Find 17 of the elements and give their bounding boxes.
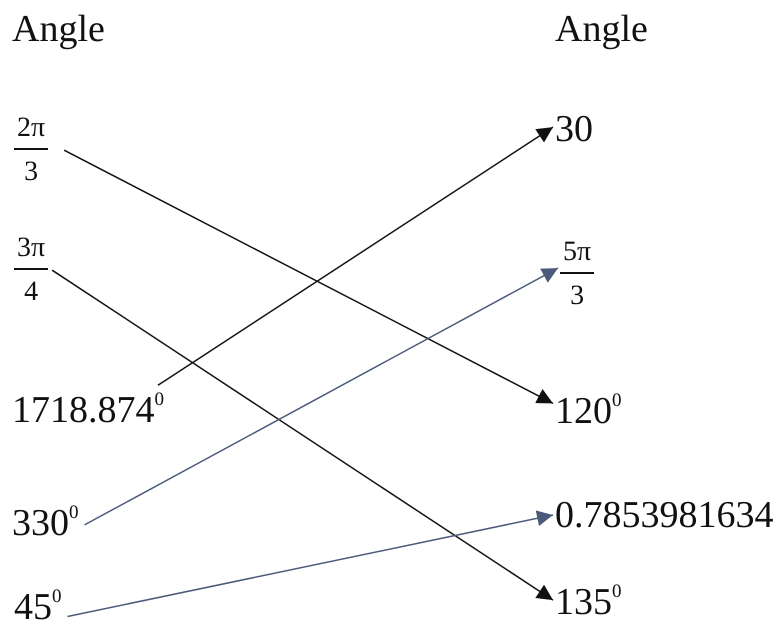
angle-value: 30	[555, 110, 593, 148]
arrow	[84, 267, 558, 526]
arrow	[158, 126, 554, 386]
angle-value: 135$^{0}$	[555, 583, 622, 621]
arrow	[64, 150, 554, 404]
fraction: 2π 3	[14, 112, 48, 188]
angle-value: 45$^{0}$	[14, 588, 62, 626]
fraction: 5π 3	[560, 236, 594, 312]
fraction: 3π 4	[14, 232, 48, 308]
angle-value: 330$^{0}$	[12, 504, 78, 542]
column-heading: Angle	[12, 10, 105, 48]
angle-value: 120$^{0}$	[555, 392, 622, 430]
arrow	[67, 510, 554, 618]
column-heading: Angle	[555, 10, 648, 48]
arrow	[52, 270, 554, 601]
angle-value: 0.7853981634	[555, 496, 774, 534]
angle-value: 1718.874$^{0}$	[12, 391, 164, 429]
